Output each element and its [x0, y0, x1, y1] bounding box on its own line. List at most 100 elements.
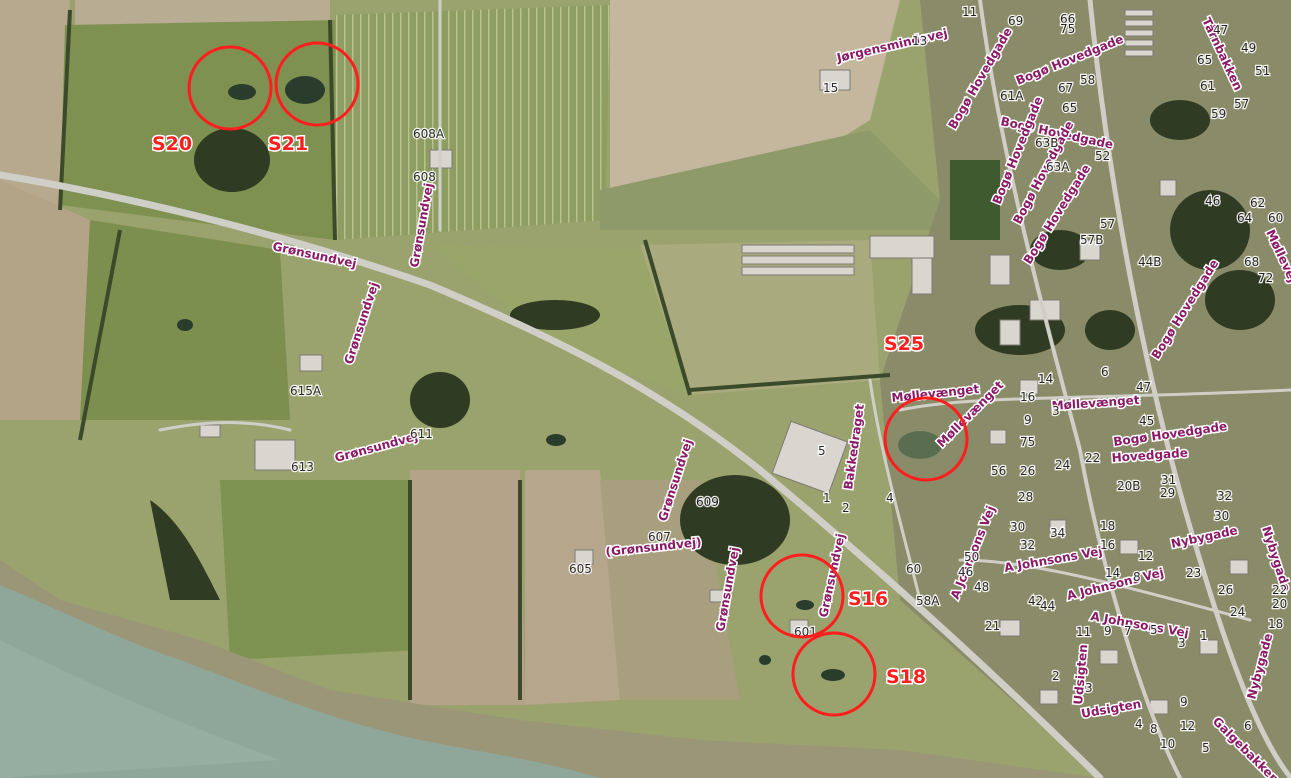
house-number: 608 — [413, 170, 436, 184]
house-number: 69 — [1008, 14, 1023, 28]
road-gronsundvej — [0, 171, 1104, 778]
house-number: 45 — [1139, 414, 1154, 428]
house-number: 607 — [648, 530, 671, 544]
house-number: 15 — [823, 81, 838, 95]
house-number: 16 — [1100, 538, 1115, 552]
house-number: 58 — [1080, 73, 1095, 87]
house-number: 42 — [1028, 594, 1043, 608]
house-number: 22 — [1085, 451, 1100, 465]
house-number: 63B — [1035, 136, 1059, 150]
house-number: 11 — [962, 5, 977, 19]
house-number: 24 — [1055, 458, 1070, 472]
house-number: 62 — [1250, 196, 1265, 210]
house-number: 12 — [1138, 549, 1153, 563]
house-number: 57 — [1234, 97, 1249, 111]
house-number: 57B — [1080, 233, 1104, 247]
site-circle-s21[interactable] — [274, 41, 360, 127]
house-number: 47 — [1136, 380, 1151, 394]
house-number: 611 — [410, 427, 433, 441]
house-number: 47 — [1213, 23, 1228, 37]
house-number: 58A — [916, 594, 940, 608]
house-number: 11 — [1076, 625, 1091, 639]
sea — [0, 585, 600, 778]
house-number: 51 — [1255, 64, 1270, 78]
house-number: 2 — [1052, 669, 1060, 683]
house-number: 28 — [1018, 490, 1033, 504]
road-label: Udsigten — [1071, 644, 1090, 706]
house-number: 3 — [1052, 404, 1060, 418]
house-number: 1 — [823, 491, 831, 505]
house-number: 72 — [1258, 271, 1273, 285]
buildings — [199, 9, 1249, 715]
house-number: 56 — [991, 464, 1006, 478]
site-circle-s18[interactable] — [791, 631, 877, 717]
site-label-s16: S16 — [848, 588, 888, 610]
house-number: 8 — [1150, 722, 1158, 736]
ponds — [177, 76, 942, 681]
house-number: 75 — [1060, 22, 1075, 36]
house-number: 4 — [1135, 717, 1143, 731]
house-number: 4 — [886, 491, 894, 505]
house-number: 18 — [1268, 617, 1283, 631]
house-number: 615A — [290, 384, 322, 398]
house-number: 608A — [413, 127, 445, 141]
house-number: 613 — [291, 460, 314, 474]
house-number: 48 — [974, 580, 989, 594]
site-label-s20: S20 — [152, 133, 192, 155]
house-number: 605 — [569, 562, 592, 576]
site-label-s25: S25 — [884, 333, 924, 355]
site-label-s18: S18 — [886, 666, 926, 688]
house-number: 75 — [1020, 435, 1035, 449]
house-number: 46 — [958, 565, 973, 579]
house-number: 20 — [1272, 597, 1287, 611]
house-number: 7 — [1124, 624, 1132, 638]
house-number: 5 — [1150, 623, 1158, 637]
house-number: 29 — [1160, 486, 1175, 500]
site-circle-s25-pond[interactable] — [883, 396, 969, 482]
house-number: 50 — [964, 550, 979, 564]
house-number: 32 — [1217, 489, 1232, 503]
house-number: 12 — [1180, 719, 1195, 733]
hedgerows — [58, 9, 891, 700]
house-number: 52 — [1095, 149, 1110, 163]
house-number: 57 — [1100, 217, 1115, 231]
house-number: 23 — [1186, 566, 1201, 580]
site-circle-s20[interactable] — [187, 45, 273, 131]
site-circle-s16[interactable] — [759, 553, 845, 639]
house-number: 20B — [1117, 479, 1141, 493]
road-label: Hovedgade — [1111, 446, 1188, 465]
house-number: 16 — [1020, 390, 1035, 404]
house-number: 9 — [1180, 695, 1188, 709]
house-number: 24 — [1230, 605, 1245, 619]
house-number: 60 — [906, 562, 921, 576]
house-number: 65 — [1062, 101, 1077, 115]
house-number: 30 — [1214, 509, 1229, 523]
house-number: 22 — [1272, 583, 1287, 597]
house-number: 2 — [842, 501, 850, 515]
house-number: 26 — [1218, 583, 1233, 597]
house-number: 44 — [1040, 599, 1055, 613]
house-number: 14 — [1038, 372, 1053, 386]
house-number: 5 — [818, 444, 826, 458]
house-number: 609 — [696, 495, 719, 509]
house-number: 1 — [1200, 629, 1208, 643]
house-number: 3 — [1178, 636, 1186, 650]
house-number: 26 — [1020, 464, 1035, 478]
house-number: 60 — [1268, 211, 1283, 225]
house-number: 13 — [912, 34, 927, 48]
house-number: 67 — [1058, 81, 1073, 95]
house-number: 68 — [1244, 255, 1259, 269]
house-number: 59 — [1211, 107, 1226, 121]
site-labels: S20 S21 S25 S16 S18 — [151, 132, 928, 690]
site-markers — [187, 41, 969, 717]
site-label-s21: S21 — [268, 133, 308, 155]
house-number: 18 — [1100, 519, 1115, 533]
house-number: 66 — [1060, 12, 1075, 26]
house-number: 3 — [1085, 681, 1093, 695]
house-number: 63A — [1046, 160, 1070, 174]
house-number: 9 — [1024, 413, 1032, 427]
house-number: 61A — [1000, 89, 1024, 103]
